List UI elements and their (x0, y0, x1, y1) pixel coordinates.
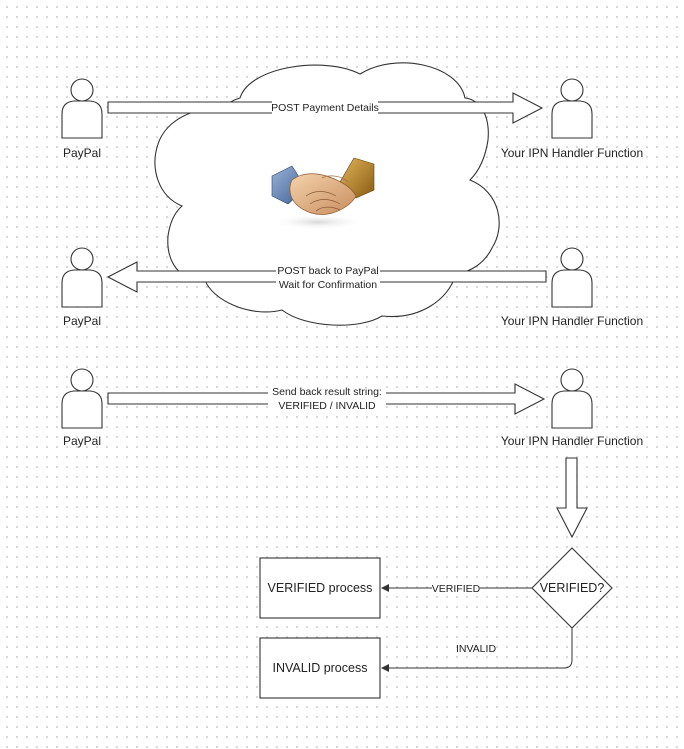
post-payment-arrow: POST Payment Details (107, 92, 544, 124)
handler-actor-3: Your IPN Handler Function (501, 368, 643, 448)
actor-label: PayPal (63, 314, 101, 328)
down-arrow (556, 457, 588, 539)
post-back-arrow: POST back to PayPal Wait for Confirmatio… (106, 261, 547, 293)
invalid-process-box: INVALID process (259, 637, 381, 699)
person-icon (61, 78, 103, 139)
person-icon (61, 247, 103, 308)
actor-label: Your IPN Handler Function (501, 146, 643, 160)
edge-label: POST back to PayPal (277, 265, 378, 277)
verified-edge: VERIFIED (381, 581, 532, 595)
handshake-icon (270, 157, 375, 230)
edge-label: INVALID (456, 643, 496, 655)
result-arrow: Send back result string: VERIFIED / INVA… (107, 383, 546, 415)
process-label: VERIFIED process (268, 581, 373, 595)
person-icon (551, 78, 593, 139)
paypal-actor-2: PayPal (61, 247, 103, 328)
actor-label: Your IPN Handler Function (501, 314, 643, 328)
person-icon (551, 368, 593, 429)
paypal-actor-3: PayPal (61, 368, 103, 448)
verified-decision: VERIFIED? (531, 547, 613, 629)
actor-label: Your IPN Handler Function (501, 434, 643, 448)
verified-process-box: VERIFIED process (259, 557, 381, 619)
paypal-actor-1: PayPal (61, 78, 103, 160)
handler-actor-2: Your IPN Handler Function (501, 247, 643, 328)
handler-actor-1: Your IPN Handler Function (501, 78, 643, 160)
process-label: INVALID process (273, 661, 368, 675)
edge-label: VERIFIED (432, 583, 481, 595)
person-icon (61, 368, 103, 429)
edge-label: POST Payment Details (271, 102, 379, 114)
person-icon (551, 247, 593, 308)
edge-label: Wait for Confirmation (279, 279, 377, 291)
actor-label: PayPal (63, 146, 101, 160)
decision-label: VERIFIED? (540, 581, 605, 595)
invalid-edge: INVALID (381, 628, 573, 672)
edge-label: Send back result string: (272, 386, 382, 398)
edge-label: VERIFIED / INVALID (278, 400, 376, 412)
actor-label: PayPal (63, 434, 101, 448)
